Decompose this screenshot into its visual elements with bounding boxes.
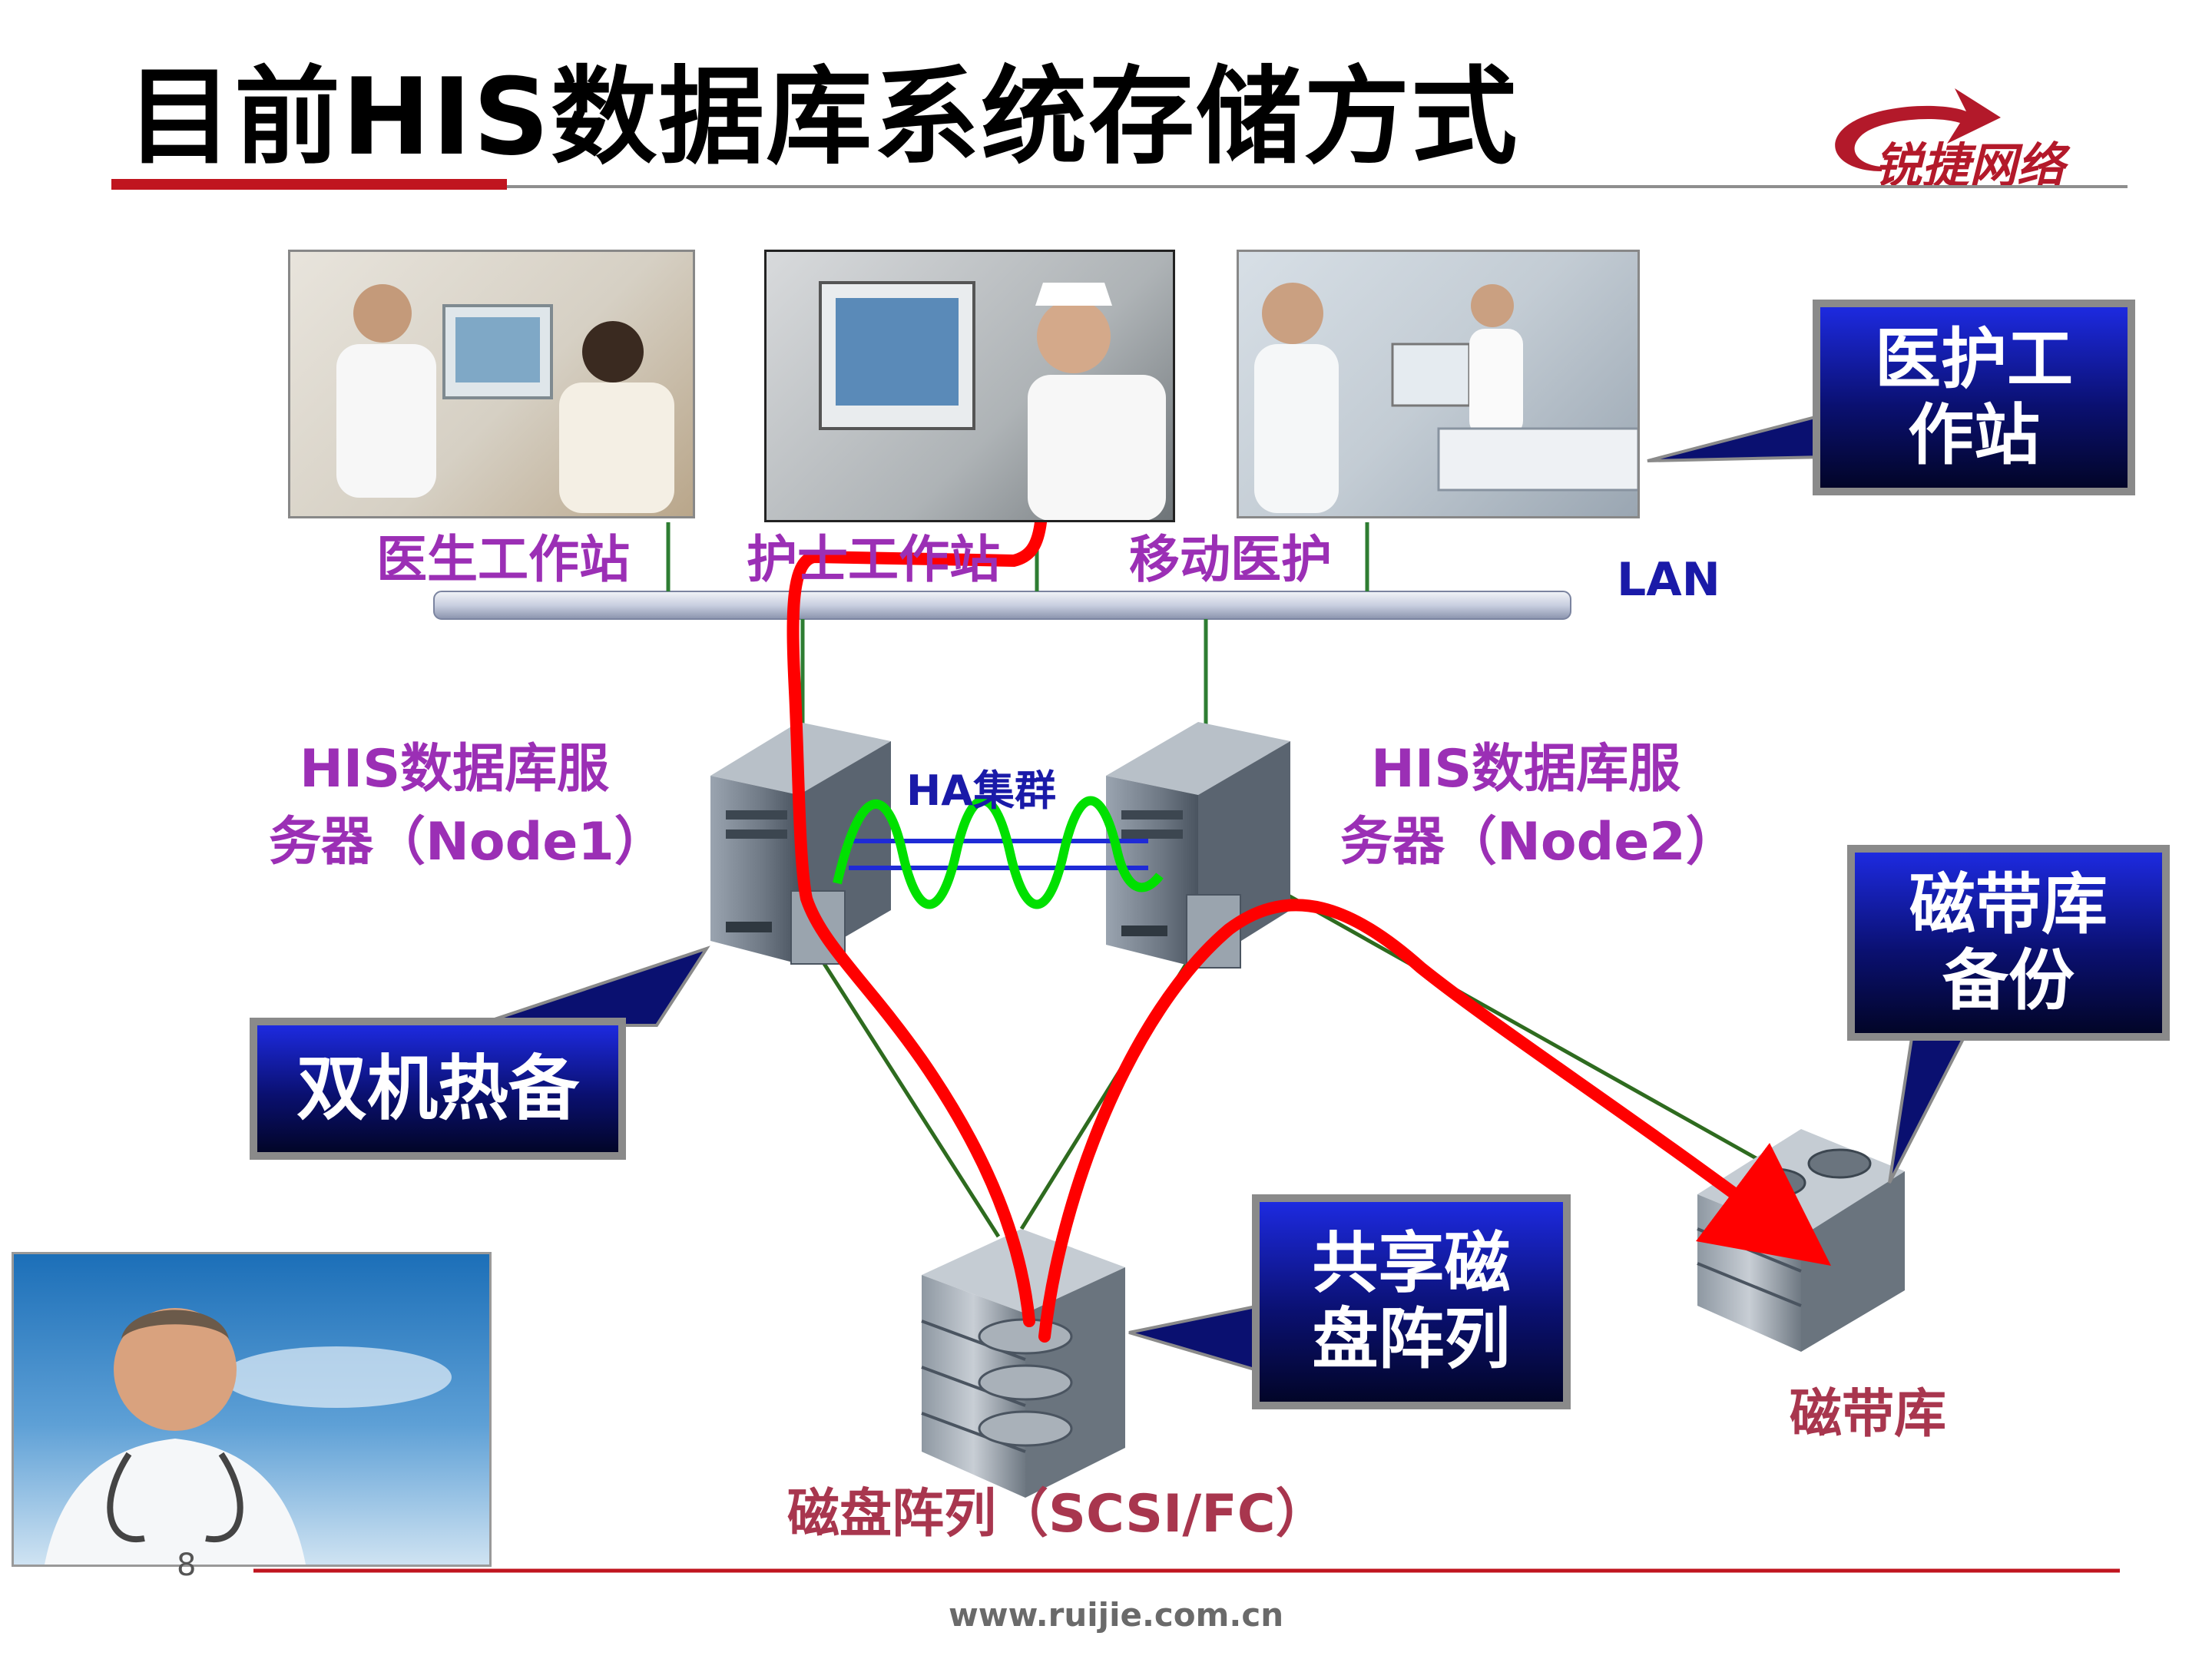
- callout-shared-disk-array-line2: 盘阵列: [1312, 1301, 1511, 1378]
- lan-bus: [433, 591, 1571, 620]
- callout-tape-backup: 磁带库 备份: [1847, 845, 2170, 1041]
- logo-text: 锐捷网络: [1874, 137, 2065, 194]
- nurse-workstation-scene-icon: [819, 281, 1166, 520]
- callout-medical-workstation-line2: 作站: [1908, 396, 2040, 474]
- footer-url: www.ruijie.com.cn: [949, 1596, 1284, 1634]
- node2-label-line2: 务器（Node2）: [1340, 812, 1738, 873]
- doctor-workstation-photo: [288, 250, 695, 518]
- callout-pointer-hotstandby: [475, 945, 710, 1027]
- red-data-path-write: [786, 412, 1049, 1327]
- callout-medical-workstation: 医护工 作站: [1813, 300, 2135, 495]
- callout-shared-disk-array-line1: 共享磁: [1312, 1225, 1511, 1303]
- ha-heartbeat-wave: [833, 796, 1164, 909]
- doctor-workstation-scene-icon: [336, 284, 674, 513]
- doctor-portrait-icon: [45, 1308, 452, 1565]
- mobile-care-label: 移动医护: [1129, 530, 1332, 589]
- lan-label: LAN: [1617, 553, 1720, 607]
- mobile-care-scene-icon: [1254, 283, 1637, 513]
- disk-array-label: 磁盘阵列（SCSI/FC）: [787, 1484, 1328, 1545]
- nurse-workstation-label: 护士工作站: [747, 530, 1000, 589]
- red-data-path-backup: [1038, 899, 1832, 1343]
- node2-label-line1: HIS数据库服: [1371, 739, 1681, 800]
- callout-pointer-tape: [1888, 1031, 1969, 1184]
- callout-tape-backup-line2: 备份: [1942, 942, 2075, 1019]
- callout-shared-disk-array: 共享磁 盘阵列: [1252, 1194, 1571, 1409]
- tape-library-label: 磁带库: [1790, 1384, 1947, 1445]
- page-number: 8: [177, 1548, 197, 1583]
- ruijie-logo-icon: [1835, 88, 2001, 171]
- node2-tape-line: [1258, 877, 1760, 1162]
- mobile-care-photo: [1237, 250, 1640, 518]
- doctor-workstation-label: 医生工作站: [376, 530, 630, 589]
- ruijie-logo: 锐捷网络: [1790, 81, 2128, 194]
- ha-cluster-label: HA集群: [906, 767, 1056, 815]
- node1-disk-line: [820, 959, 1001, 1238]
- callout-pointer-diskarray: [1128, 1303, 1261, 1373]
- nurse-workstation-photo: [764, 250, 1175, 522]
- tape-library-icon: [1697, 1129, 1905, 1352]
- callout-dual-hot-standby: 双机热备: [250, 1018, 626, 1160]
- callout-tape-backup-line1: 磁带库: [1909, 866, 2108, 943]
- node1-label-line1: HIS数据库服: [300, 739, 610, 800]
- node1-label-line2: 务器（Node1）: [269, 812, 667, 873]
- server-node2-icon: [1106, 722, 1290, 969]
- callout-medical-workstation-line1: 医护工: [1875, 320, 2073, 398]
- page-title: 目前HIS数据库系统存储方式: [127, 55, 1519, 179]
- doctor-portrait-photo: [12, 1252, 492, 1567]
- callout-dual-hot-standby-text: 双机热备: [296, 1047, 579, 1130]
- callout-pointer-workstation: [1647, 412, 1826, 462]
